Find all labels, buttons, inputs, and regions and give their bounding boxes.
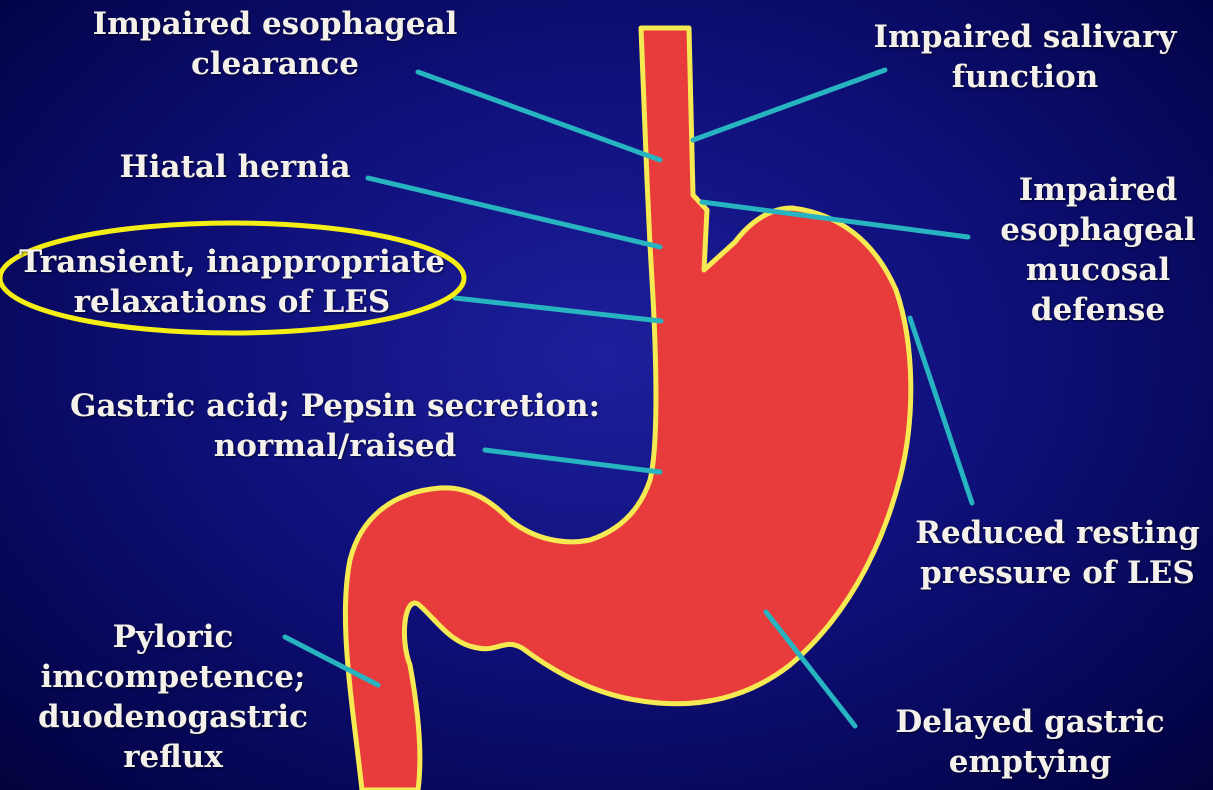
label-delayed-emptying: Delayed gastric emptying — [875, 702, 1185, 782]
label-pyloric: Pyloric imcompetence; duodenogastric ref… — [8, 617, 338, 777]
label-line: mucosal — [985, 250, 1211, 290]
label-impaired-salivary: Impaired salivary function — [860, 17, 1190, 97]
label-transient-relaxations: Transient, inappropriate relaxations of … — [6, 242, 458, 322]
label-reduced-pressure: Reduced resting pressure of LES — [905, 513, 1210, 593]
leader-line-salivary — [693, 70, 885, 140]
leader-line-transient — [455, 298, 661, 321]
label-line: Impaired esophageal — [80, 4, 470, 44]
label-line: function — [860, 57, 1190, 97]
label-impaired-clearance: Impaired esophageal clearance — [80, 4, 470, 84]
label-gastric-acid: Gastric acid; Pepsin secretion: normal/r… — [40, 386, 630, 466]
label-line: Hiatal hernia — [90, 147, 380, 187]
label-line: clearance — [80, 44, 470, 84]
label-line: defense — [985, 290, 1211, 330]
label-line: Pyloric — [8, 617, 338, 657]
label-line: Gastric acid; Pepsin secretion: — [40, 386, 630, 426]
label-hiatal-hernia: Hiatal hernia — [90, 147, 380, 187]
label-line: pressure of LES — [905, 553, 1210, 593]
label-line: normal/raised — [40, 426, 630, 466]
label-line: esophageal — [985, 210, 1211, 250]
label-line: reflux — [8, 737, 338, 777]
label-line: Transient, inappropriate — [6, 242, 458, 282]
label-line: Reduced resting — [905, 513, 1210, 553]
leader-line-hiatal — [368, 178, 660, 247]
label-line: emptying — [875, 742, 1185, 782]
label-line: imcompetence; — [8, 657, 338, 697]
label-impaired-mucosal: Impaired esophageal mucosal defense — [985, 170, 1211, 330]
label-line: Impaired — [985, 170, 1211, 210]
leader-line-clearance — [418, 72, 660, 160]
label-line: relaxations of LES — [6, 282, 458, 322]
leader-line-reduced-pressure — [910, 318, 972, 503]
label-line: duodenogastric — [8, 697, 338, 737]
label-line: Delayed gastric — [875, 702, 1185, 742]
label-line: Impaired salivary — [860, 17, 1190, 57]
